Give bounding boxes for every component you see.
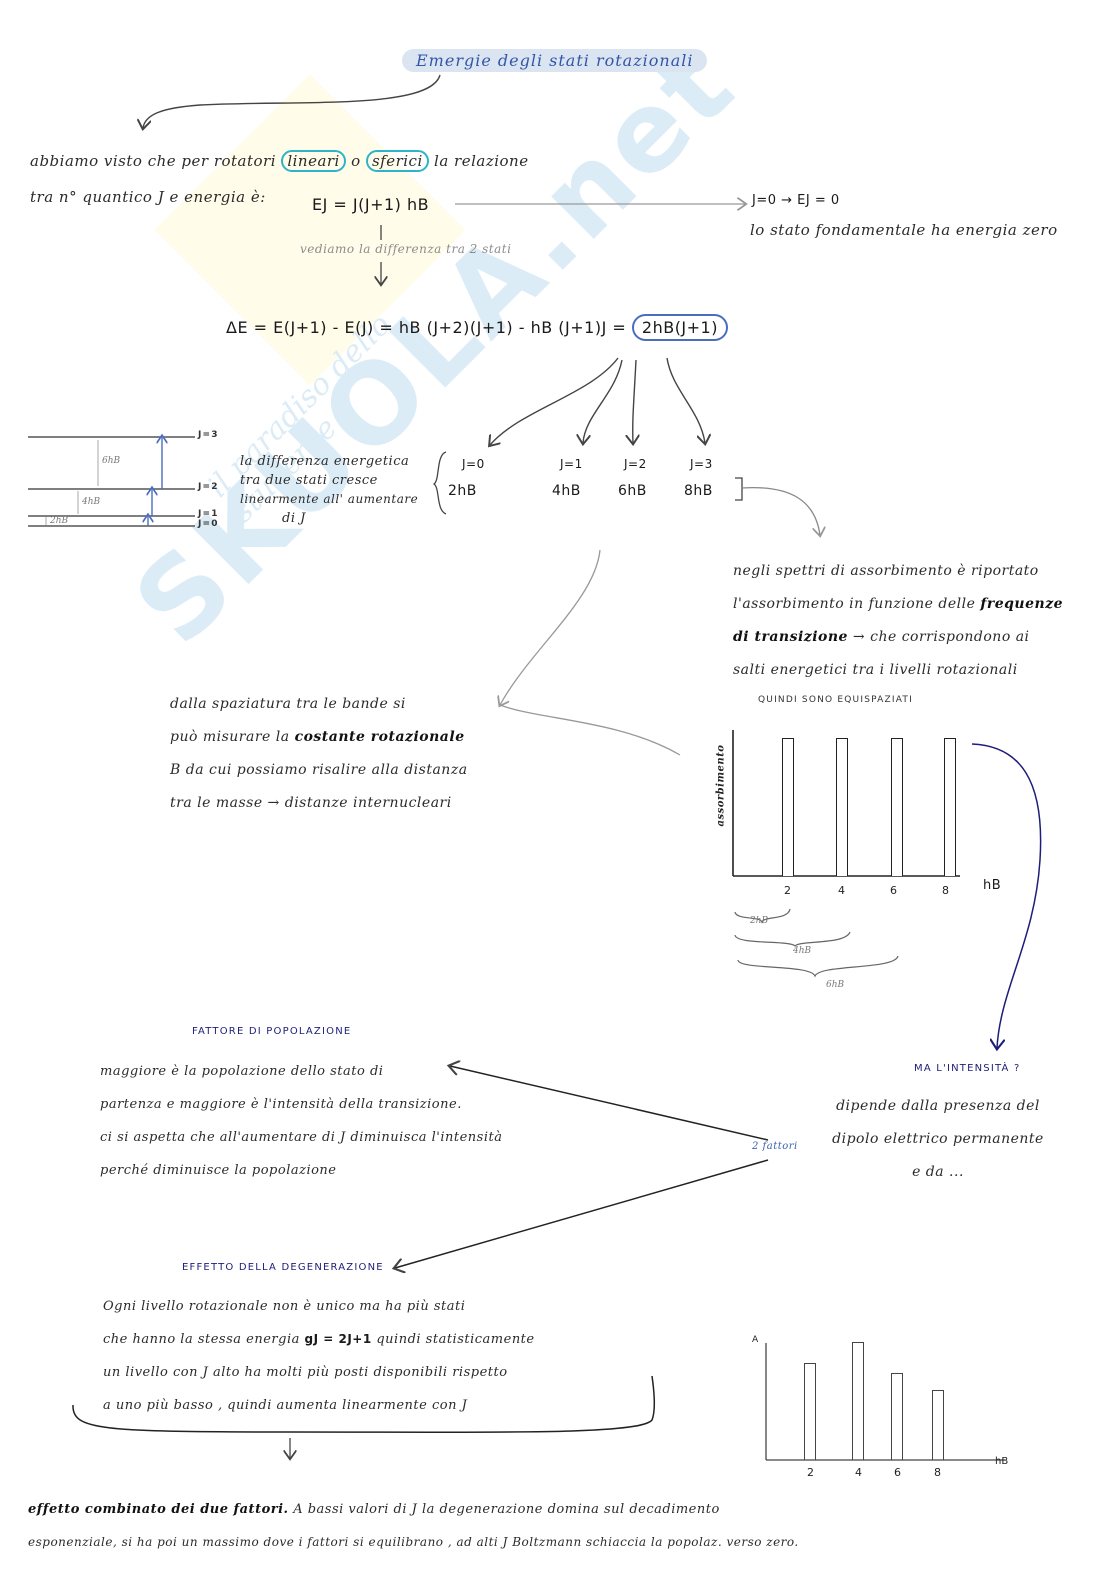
chart1-tick: 2 — [784, 884, 791, 897]
intro-line1-post: la relazione — [434, 152, 529, 170]
spectra-line: negli spettri di assorbimento è riportat… — [733, 563, 1039, 579]
circled-sferici: sferici — [365, 150, 429, 172]
intensity-line: e da ... — [912, 1164, 964, 1180]
intro-connector: o — [351, 152, 361, 170]
chart2-tick: 6 — [894, 1466, 901, 1479]
transition-energy-4hb: 4hB — [552, 483, 581, 499]
degeneration-text: Ogni livello rotazionale non è unico ma … — [103, 1290, 535, 1422]
chart1-tick: 8 — [942, 884, 949, 897]
spectra-line: salti energetici tra i livelli rotaziona… — [733, 662, 1018, 678]
gap-2hb: 2hB — [50, 516, 69, 526]
degeneration-line: che hanno la stessa energia gJ = 2J+1 qu… — [103, 1332, 535, 1347]
chart2-bar-6 — [891, 1373, 903, 1460]
chart2-xlabel: hB — [995, 1456, 1009, 1467]
bold-costante-rotazionale: costante rotazionale — [294, 729, 465, 745]
transition-j1: J=1 — [560, 457, 583, 471]
conclusion: effetto combinato dei due fattori. A bas… — [28, 1494, 799, 1558]
chart2-tick: 2 — [807, 1466, 814, 1479]
linear-note-line: tra due stati cresce — [240, 473, 378, 488]
difference-note: vediamo la differenza tra 2 stati — [300, 242, 512, 256]
spectra-line: l'assorbimento in funzione delle frequen… — [733, 596, 1064, 612]
degeneration-line: Ogni livello rotazionale non è unico ma … — [103, 1299, 466, 1314]
degeneration-line: a uno più basso , quindi aumenta linearm… — [103, 1398, 468, 1413]
transition-energy-8hb: 8hB — [684, 483, 713, 499]
two-factors-label: 2 fattori — [752, 1141, 798, 1152]
intensity-question: MA L'INTENSITÀ ? — [914, 1063, 1021, 1074]
population-line: ci si aspetta che all'aumentare di J dim… — [100, 1130, 503, 1145]
chart1-brace-6hb: 6hB — [826, 980, 845, 990]
ground-state-note: lo stato fondamentale ha energia zero — [750, 221, 1058, 239]
transition-j2: J=2 — [624, 457, 647, 471]
intensity-note: dipende dalla presenza del dipolo elettr… — [828, 1090, 1048, 1189]
transition-j3: J=3 — [690, 457, 713, 471]
intensity-line: dipende dalla presenza del — [836, 1098, 1040, 1114]
band-spacing-note: dalla spaziatura tra le bande si può mis… — [170, 688, 468, 820]
population-heading: FATTORE DI POPOLAZIONE — [192, 1026, 352, 1037]
delta-lhs: ΔE = E(J+1) - E(J) = hB (J+2)(J+1) - hB … — [226, 318, 627, 337]
chart1-bar-8 — [944, 738, 956, 876]
linear-note: la differenza energetica tra due stati c… — [240, 452, 418, 528]
spectra-line: di transizione → che corrispondono ai — [733, 629, 1030, 645]
equispaced-note: QUINDI SONO EQUISPAZIATI — [758, 695, 913, 705]
band-line: B da cui possiamo risalire alla distanza — [170, 762, 468, 778]
intensity-line: dipolo elettrico permanente — [832, 1131, 1044, 1147]
bold-di-transizione: di transizione — [733, 629, 848, 645]
chart1-bar-2 — [782, 738, 794, 876]
population-line: partenza e maggiore è l'intensità della … — [100, 1097, 462, 1112]
circled-lineari: lineari — [281, 150, 346, 172]
chart2-bar-2 — [804, 1363, 816, 1460]
conclusion-bold: effetto combinato dei due fattori. — [28, 1502, 289, 1517]
delta-formula: ΔE = E(J+1) - E(J) = hB (J+2)(J+1) - hB … — [226, 314, 728, 341]
degeneracy-formula: gJ = 2J+1 — [304, 1332, 372, 1346]
gap-6hb: 6hB — [102, 456, 121, 466]
chart2-tick: 8 — [934, 1466, 941, 1479]
intro-line1-pre: abbiamo visto che per rotatori — [30, 152, 277, 170]
band-line: tra le masse → distanze internucleari — [170, 795, 452, 811]
band-line: può misurare la costante rotazionale — [170, 729, 465, 745]
transition-j0: J=0 — [462, 457, 485, 471]
chart1-tick: 4 — [838, 884, 845, 897]
chart2-tick: 4 — [855, 1466, 862, 1479]
chart1-tick: 6 — [890, 884, 897, 897]
chart1-bar-6 — [891, 738, 903, 876]
chart1-brace-2hb: 2hB — [750, 916, 769, 926]
linear-note-line: di J — [282, 511, 306, 526]
chart1-ylabel: assorbimento — [715, 744, 727, 827]
level-j3: J=3 — [198, 430, 219, 440]
population-text: maggiore è la popolazione dello stato di… — [100, 1055, 502, 1187]
level-j1: J=1 — [198, 509, 219, 519]
conclusion-line1: effetto combinato dei due fattori. A bas… — [28, 1502, 720, 1517]
gap-4hb: 4hB — [82, 497, 101, 507]
ground-state-formula: J=0 → EJ = 0 — [752, 193, 840, 208]
spectra-note: negli spettri di assorbimento è riportat… — [733, 555, 1063, 687]
chart1-brace-4hb: 4hB — [793, 946, 812, 956]
energy-formula: EJ = J(J+1) hB — [312, 195, 430, 214]
transition-energy-6hb: 6hB — [618, 483, 647, 499]
transition-energy-2hb: 2hB — [448, 483, 477, 499]
bold-frequenze: frequenze — [980, 596, 1064, 612]
chart1-bar-4 — [836, 738, 848, 876]
intro-line1: abbiamo visto che per rotatori lineari o… — [30, 150, 529, 172]
population-line: perché diminuisce la popolazione — [100, 1163, 337, 1178]
delta-result: 2hB(J+1) — [631, 314, 728, 341]
chart2-bar-8 — [932, 1390, 944, 1460]
band-line: dalla spaziatura tra le bande si — [170, 696, 406, 712]
page-title: Emergie degli stati rotazionali — [402, 49, 708, 72]
chart2-bar-4 — [852, 1342, 864, 1460]
chart1-xlabel: hB — [983, 878, 1002, 893]
level-j2: J=2 — [198, 482, 219, 492]
chart2-ylabel: A — [752, 1335, 759, 1345]
linear-note-line: la differenza energetica — [240, 454, 410, 469]
level-j0: J=0 — [198, 519, 219, 529]
degeneration-heading: EFFETTO DELLA DEGENERAZIONE — [182, 1262, 384, 1273]
intro-line2: tra n° quantico J e energia è: — [30, 188, 266, 206]
degeneration-line: un livello con J alto ha molti più posti… — [103, 1365, 508, 1380]
conclusion-line2: esponenziale, si ha poi un massimo dove … — [28, 1535, 799, 1549]
linear-note-line: linearmente all' aumentare — [240, 492, 419, 506]
population-line: maggiore è la popolazione dello stato di — [100, 1064, 384, 1079]
